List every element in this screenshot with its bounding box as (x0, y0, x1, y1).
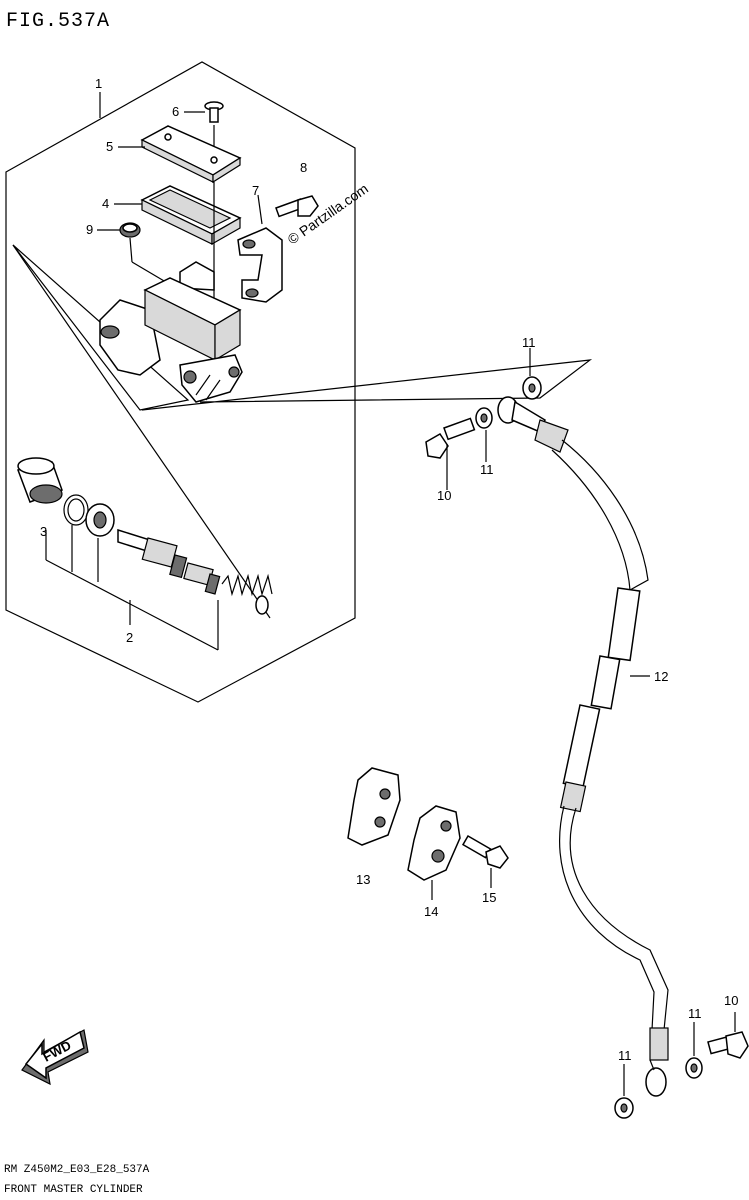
callout-9: 9 (86, 222, 93, 237)
callout-14: 14 (424, 904, 438, 919)
part-plug-9 (119, 222, 177, 289)
callout-3: 3 (40, 524, 47, 539)
part-washer-11b (522, 348, 542, 400)
callout-6: 6 (172, 104, 179, 119)
callout-7: 7 (252, 183, 259, 198)
part-bracket-14 (407, 805, 461, 900)
footer-name: FRONT MASTER CYLINDER (4, 1184, 143, 1196)
part-master-cylinder-body (99, 261, 243, 403)
callout-5: 5 (106, 139, 113, 154)
bracket-2 (45, 525, 219, 651)
fwd-arrow-icon: FWD (21, 1029, 89, 1086)
leader-triangle-right (141, 359, 593, 411)
callout-11-a: 11 (480, 462, 494, 477)
callout-11-b: 11 (522, 335, 536, 350)
footer-code: RM Z450M2_E03_E28_537A (4, 1164, 150, 1176)
part-washer-11a (475, 407, 493, 462)
part-circlip (63, 494, 89, 526)
callout-2: 2 (126, 630, 133, 645)
part-boot-3 (16, 457, 63, 504)
part-banjo-bolt-10-bottom (707, 1012, 749, 1059)
callout-10-top: 10 (437, 488, 451, 503)
part-banjo-bolt-10-top (425, 417, 476, 490)
part-cap-5 (140, 125, 242, 184)
callout-10-bottom: 10 (724, 993, 738, 1008)
callout-11-c: 11 (688, 1006, 702, 1021)
part-diaphragm-4 (140, 182, 242, 300)
callout-15: 15 (482, 890, 496, 905)
callout-12: 12 (654, 669, 668, 684)
part-clamp-7 (237, 194, 283, 303)
callouts: 1 2 3 4 5 6 7 8 9 10 11 11 12 13 14 15 1… (40, 76, 738, 1063)
part-bolt-15 (461, 834, 509, 888)
assembly-outline (5, 61, 356, 703)
callout-4: 4 (102, 196, 109, 211)
part-washer-11c (685, 1022, 703, 1079)
part-washer (85, 503, 115, 537)
part-bolt-8 (275, 195, 319, 218)
part-washer-11d (614, 1064, 634, 1119)
figure-title: FIG.537A (6, 10, 110, 33)
part-brake-hose-12 (497, 396, 669, 1097)
callout-1: 1 (95, 76, 102, 91)
callout-11-d: 11 (618, 1048, 632, 1063)
part-piston-assembly (117, 528, 273, 615)
callout-13: 13 (356, 872, 370, 887)
part-bracket-13 (347, 767, 401, 846)
callout-8: 8 (300, 160, 307, 175)
